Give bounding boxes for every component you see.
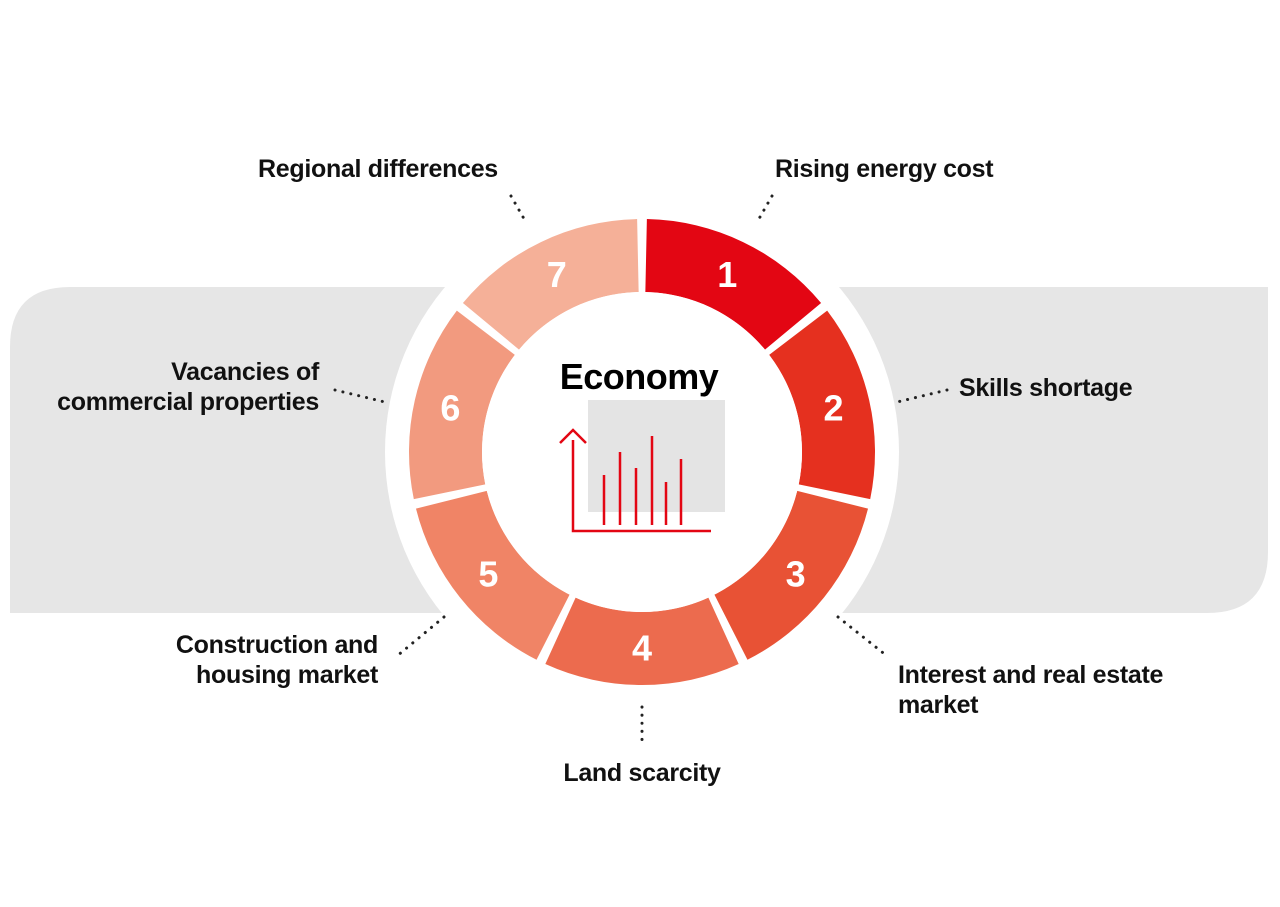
segment-ring: 1 2 3 4 5 6 7 (409, 219, 875, 686)
label-line: Regional differences (258, 155, 498, 183)
label-segment-3: Interest and real estate market (898, 660, 1163, 720)
label-line: Vacancies of (171, 358, 319, 386)
label-segment-7: Regional differences (258, 154, 498, 184)
ring-segment-5 (415, 490, 570, 660)
label-line: commercial properties (57, 388, 319, 416)
ring-segment-2 (769, 310, 875, 500)
label-segment-5: Construction and housing market (176, 630, 378, 690)
segment-number-5: 5 (478, 554, 498, 595)
ring-segment-6 (409, 310, 515, 500)
label-line: Construction and (175, 631, 378, 659)
segment-number-1: 1 (717, 254, 737, 295)
label-line: market (898, 691, 979, 719)
leader-line-6 (333, 388, 391, 405)
center-title: Economy (560, 356, 719, 397)
label-line: housing market (196, 661, 378, 689)
ring-segment-1 (645, 219, 822, 350)
segment-number-3: 3 (786, 554, 806, 595)
label-line: Interest and real estate (898, 661, 1164, 689)
leader-line-1 (754, 194, 774, 226)
label-line: Skills shortage (959, 374, 1133, 402)
label-line: Rising energy cost (775, 155, 994, 183)
label-segment-2: Skills shortage (959, 373, 1133, 403)
segment-number-4: 4 (632, 628, 652, 669)
label-segment-4: Land scarcity (542, 758, 742, 788)
leader-line-2 (891, 388, 949, 405)
segment-number-6: 6 (440, 387, 460, 428)
segment-number-7: 7 (547, 254, 567, 295)
chart-icon-box (588, 400, 725, 512)
leader-line-5 (395, 615, 446, 658)
label-segment-6: Vacancies of commercial properties (57, 357, 319, 417)
label-segment-1: Rising energy cost (775, 154, 994, 184)
segment-number-2: 2 (824, 387, 844, 428)
bar-chart-icon (559, 400, 725, 533)
label-line: Land scarcity (563, 759, 721, 787)
leader-line-3 (836, 615, 889, 658)
ring-segment-3 (714, 490, 869, 660)
chart-icon-arrowhead (559, 428, 587, 444)
chart-icon-axis (571, 440, 711, 533)
ring-segment-4 (545, 597, 739, 686)
leader-lines (333, 194, 949, 747)
leader-line-7 (509, 194, 529, 226)
ring-segment-7 (462, 219, 639, 350)
